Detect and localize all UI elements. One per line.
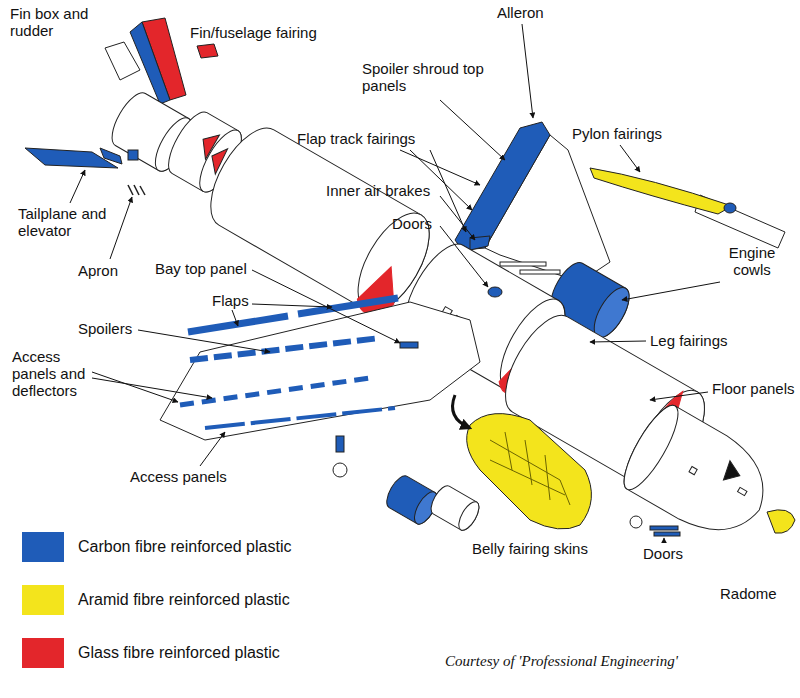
part-label: Flaps	[212, 292, 249, 309]
flap-track	[500, 262, 546, 266]
part-label: Doors	[643, 545, 683, 562]
aileron-strip	[455, 122, 550, 250]
pylon-fairing	[724, 203, 736, 213]
belly-frame	[490, 432, 570, 505]
caption: Courtesy of 'Professional Engineering'	[445, 653, 678, 670]
part-label: Flap track fairings	[297, 130, 415, 147]
legend-text: Aramid fibre reinforced plastic	[78, 591, 290, 609]
leader-lines	[70, 24, 720, 543]
legend-text: Glass fibre reinforced plastic	[78, 644, 280, 662]
part-label: Spoiler shroud top panels	[362, 60, 487, 94]
part-label: Spoilers	[78, 320, 132, 337]
part-label: Engine cowls	[716, 244, 788, 278]
door	[488, 287, 502, 297]
wing	[160, 302, 480, 440]
legend-entry: Glass fibre reinforced plastic	[22, 638, 280, 668]
engine	[427, 483, 483, 534]
fin-fairing	[197, 44, 218, 58]
apron	[128, 185, 145, 195]
flap-track	[520, 270, 560, 274]
part-label: Belly fairing skins	[472, 540, 588, 557]
curved-arrow	[453, 395, 470, 428]
bay-top-panel	[400, 342, 418, 348]
part-label: Bay top panel	[155, 260, 247, 277]
nose-section	[615, 399, 783, 552]
part-label: Radome	[720, 585, 777, 602]
legend-swatch	[22, 585, 64, 615]
door	[654, 532, 680, 536]
belly-fairing	[467, 414, 592, 529]
elevator	[100, 148, 122, 164]
legend-swatch	[22, 532, 64, 562]
gear-wheel	[333, 463, 347, 477]
leg-fairing	[336, 436, 344, 452]
radome	[767, 510, 795, 533]
part-label: Fin box and rudder	[10, 5, 95, 39]
part-label: Apron	[78, 262, 118, 279]
part-label: Doors	[392, 215, 432, 232]
part-label: Tailplane and elevator	[18, 205, 118, 239]
legend-entry: Aramid fibre reinforced plastic	[22, 585, 290, 615]
gear-wheel	[630, 516, 642, 528]
fin-box	[130, 22, 170, 104]
part-label: Fin/fuselage fairing	[190, 24, 317, 41]
part-label: Alleron	[497, 4, 544, 21]
part-label: Inner air brakes	[326, 182, 430, 199]
part-label: Floor panels	[712, 380, 795, 397]
part-label: Pylon fairings	[572, 125, 662, 142]
tail-fairing	[128, 150, 138, 160]
part-label: Leg fairings	[650, 332, 728, 349]
part-label: Access panels and deflectors	[12, 348, 92, 399]
legend-swatch	[22, 638, 64, 668]
door	[650, 526, 678, 530]
wing-panels	[180, 298, 398, 428]
legend-entry: Carbon fibre reinforced plastic	[22, 532, 291, 562]
pylon	[590, 168, 732, 214]
legend-text: Carbon fibre reinforced plastic	[78, 538, 291, 556]
tail-cone	[105, 42, 140, 80]
fuselage-section	[195, 117, 444, 326]
part-label: Access panels	[130, 468, 227, 485]
